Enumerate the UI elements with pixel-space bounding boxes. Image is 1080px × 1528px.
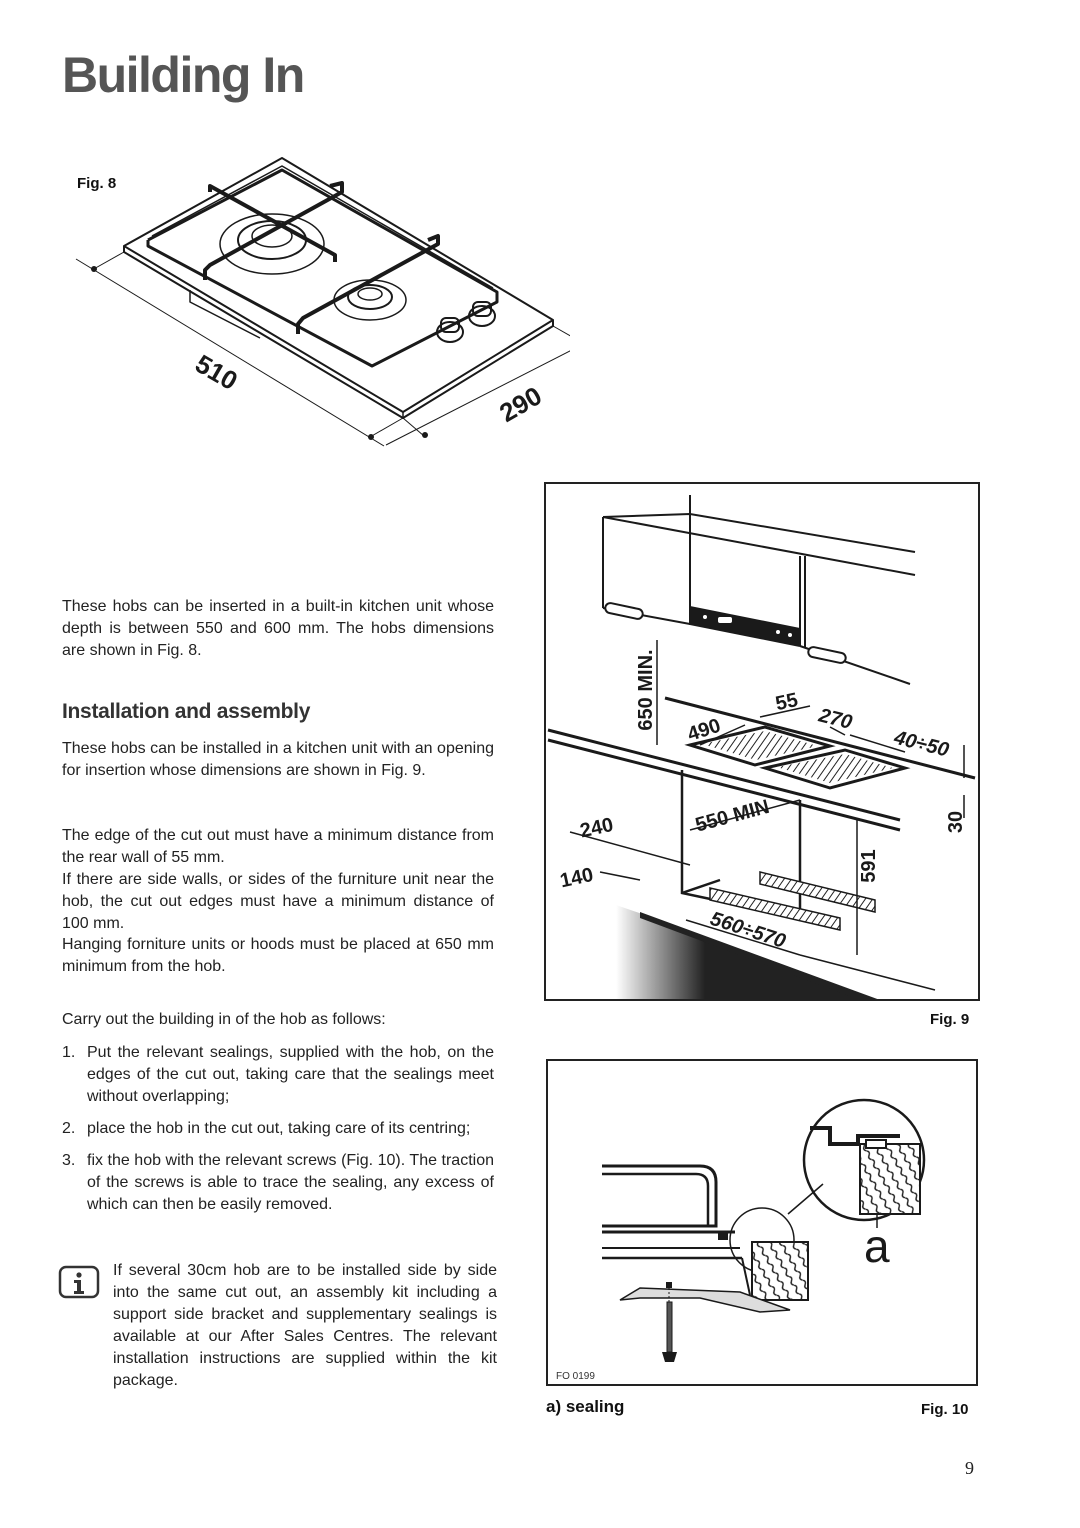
fig10-callout-letter: a	[864, 1220, 890, 1272]
fig9-frame: 650 MIN. 55 270 490 40÷50 30 240 550 MIN…	[544, 482, 980, 1001]
list-item: 1.Put the relevant sealings, supplied wi…	[62, 1044, 494, 1105]
list-item: 3.fix the hob with the relevant screws (…	[62, 1152, 494, 1213]
fig10-caption: Fig. 10	[921, 1401, 969, 1418]
fig10-legend: a) sealing	[546, 1397, 625, 1416]
fig8-hob-drawing: 510 290	[75, 157, 570, 447]
installation-heading: Installation and assembly	[62, 700, 311, 723]
installation-paragraph-5: Carry out the building in of the hob as …	[62, 1011, 386, 1028]
installation-paragraph-3: If there are side walls, or sides of the…	[62, 871, 494, 932]
fig9-label-240: 240	[578, 814, 615, 842]
installation-paragraph-4: Hanging forniture units or hoods must be…	[62, 936, 494, 975]
fig9-label-55: 55	[774, 689, 800, 715]
installation-paragraph-2: The edge of the cut out must have a mini…	[62, 827, 494, 866]
info-icon	[58, 1265, 100, 1299]
fig10-frame: a FO 0199	[546, 1059, 978, 1386]
page-number: 9	[965, 1458, 974, 1478]
fig9-caption: Fig. 9	[930, 1011, 970, 1028]
list-item: 2.place the hob in the cut out, taking c…	[62, 1120, 471, 1137]
fig9-label-650-min: 650 MIN.	[635, 649, 657, 730]
fig9-cutout-drawing: 650 MIN. 55 270 490 40÷50 30 240 550 MIN…	[547, 495, 976, 999]
fig9-label-40-50: 40÷50	[891, 727, 951, 762]
info-note-text: If several 30cm hob are to be installed …	[113, 1262, 497, 1389]
steps-list: 1.Put the relevant sealings, supplied wi…	[62, 1042, 494, 1226]
fig8-caption: Fig. 8	[77, 175, 117, 192]
fig10-code: FO 0199	[556, 1371, 595, 1382]
fig9-label-270: 270	[816, 704, 855, 734]
fig9-label-30: 30	[945, 811, 967, 833]
fig8-dimension-depth: 290	[494, 380, 547, 428]
fig9-label-140: 140	[558, 864, 595, 892]
fig9-label-550-min: 550 MIN	[693, 796, 772, 837]
installation-paragraph-1: These hobs can be installed in a kitchen…	[62, 740, 494, 779]
page-title: Building In	[62, 47, 305, 103]
fig9-label-591: 591	[858, 849, 880, 882]
fig10-fixing-drawing: a FO 0199	[556, 1098, 926, 1382]
intro-paragraph: These hobs can be inserted in a built-in…	[62, 598, 494, 659]
